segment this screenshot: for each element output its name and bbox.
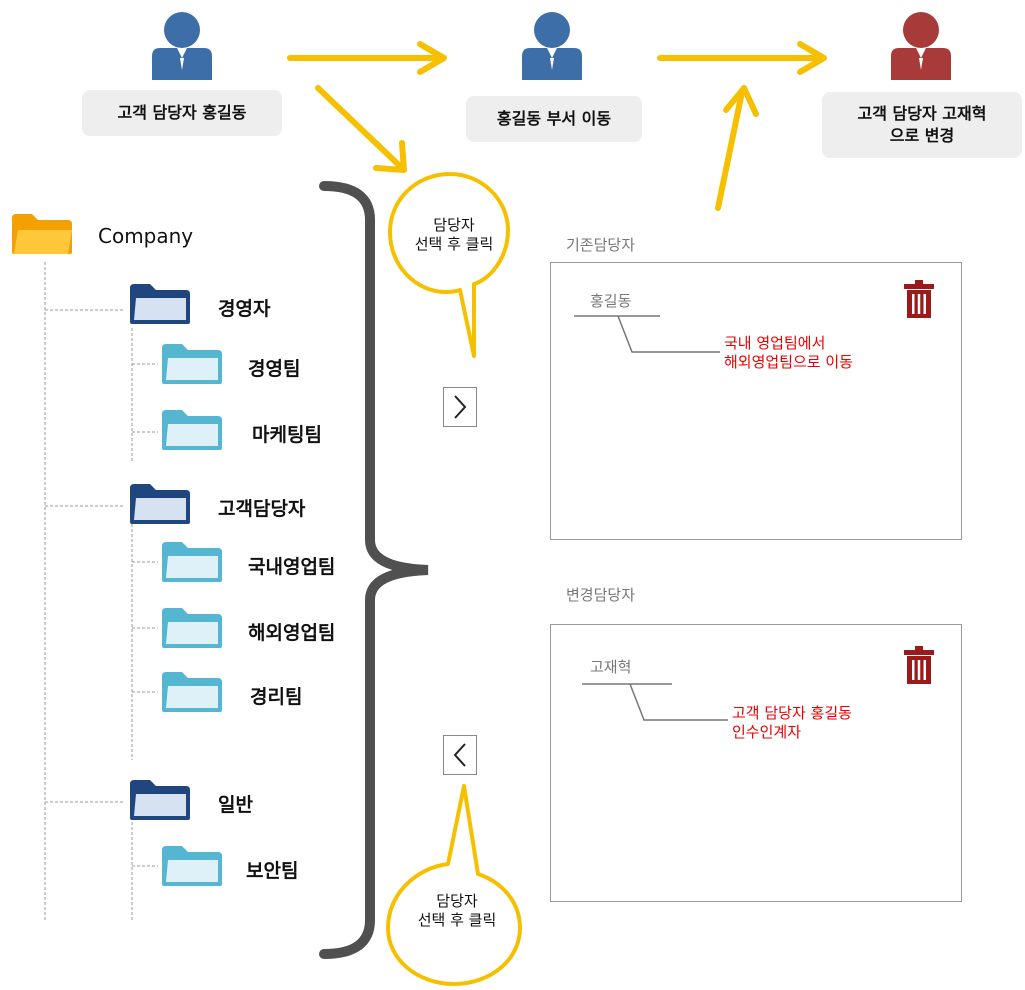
folder-icon-group — [130, 484, 190, 524]
speech-bubble-top — [388, 172, 510, 358]
folder-icon-team — [162, 672, 222, 712]
trash-icon — [904, 280, 934, 318]
speech-bubble-bottom — [386, 784, 522, 986]
trash-button-changed[interactable] — [903, 646, 935, 684]
folder-icon-group — [130, 780, 190, 820]
callout-line — [574, 315, 720, 353]
folder-icon-team — [162, 542, 222, 582]
speech-bubble-top-text: 담당자 선택 후 클릭 — [414, 216, 494, 253]
tree-team-label[interactable]: 경리팀 — [250, 686, 303, 708]
existing-assignee-name[interactable]: 홍길동 — [590, 292, 632, 310]
tree-team-label[interactable]: 경영팀 — [248, 358, 301, 380]
person-label-move: 홍길동 부서 이동 — [466, 96, 642, 142]
person-label-hong: 고객 담당자 홍길동 — [82, 90, 282, 136]
move-right-button[interactable] — [443, 387, 477, 427]
folder-icon-group — [130, 284, 190, 324]
existing-box-title: 기존담당자 — [566, 236, 636, 254]
folder-icon-team — [162, 608, 222, 648]
changed-box-title: 변경담당자 — [566, 586, 636, 604]
tree-group-label[interactable]: 경영자 — [218, 298, 271, 320]
folder-icon-root — [12, 214, 72, 254]
folder-icon-team — [162, 344, 222, 384]
trash-icon — [904, 646, 934, 684]
folder-icon-team — [162, 846, 222, 886]
person-label-go: 고객 담당자 고재혁 으로 변경 — [822, 92, 1022, 158]
folder-icon-team — [162, 410, 222, 450]
person-icon-move — [514, 10, 590, 82]
tree-team-label[interactable]: 마케팅팀 — [252, 424, 322, 446]
person-icon-hong — [144, 10, 220, 82]
tree-team-label[interactable]: 보안팀 — [246, 860, 299, 882]
tree-group-label[interactable]: 고객담당자 — [218, 498, 306, 520]
tree-root-label[interactable]: Company — [98, 224, 194, 248]
tree-group-label[interactable]: 일반 — [218, 794, 253, 816]
callout-line — [582, 683, 728, 721]
chevron-right-icon — [454, 395, 467, 419]
speech-bubble-bottom-text: 담당자 선택 후 클릭 — [417, 892, 497, 929]
move-left-button[interactable] — [443, 735, 477, 775]
tree-lines — [44, 262, 158, 920]
tree-team-label[interactable]: 해외영업팀 — [248, 622, 336, 644]
changed-assignee-note: 고객 담당자 홍길동 인수인계자 — [732, 704, 852, 741]
existing-assignee-box[interactable] — [550, 262, 962, 540]
existing-assignee-note: 국내 영업팀에서 해외영업팀으로 이동 — [724, 334, 853, 371]
changed-assignee-name[interactable]: 고재혁 — [590, 658, 632, 676]
curly-brace — [319, 181, 429, 959]
person-icon-go — [883, 10, 959, 82]
trash-button-existing[interactable] — [903, 280, 935, 318]
chevron-left-icon — [453, 743, 466, 767]
changed-assignee-box[interactable] — [550, 624, 962, 902]
tree-team-label[interactable]: 국내영업팀 — [248, 556, 336, 578]
